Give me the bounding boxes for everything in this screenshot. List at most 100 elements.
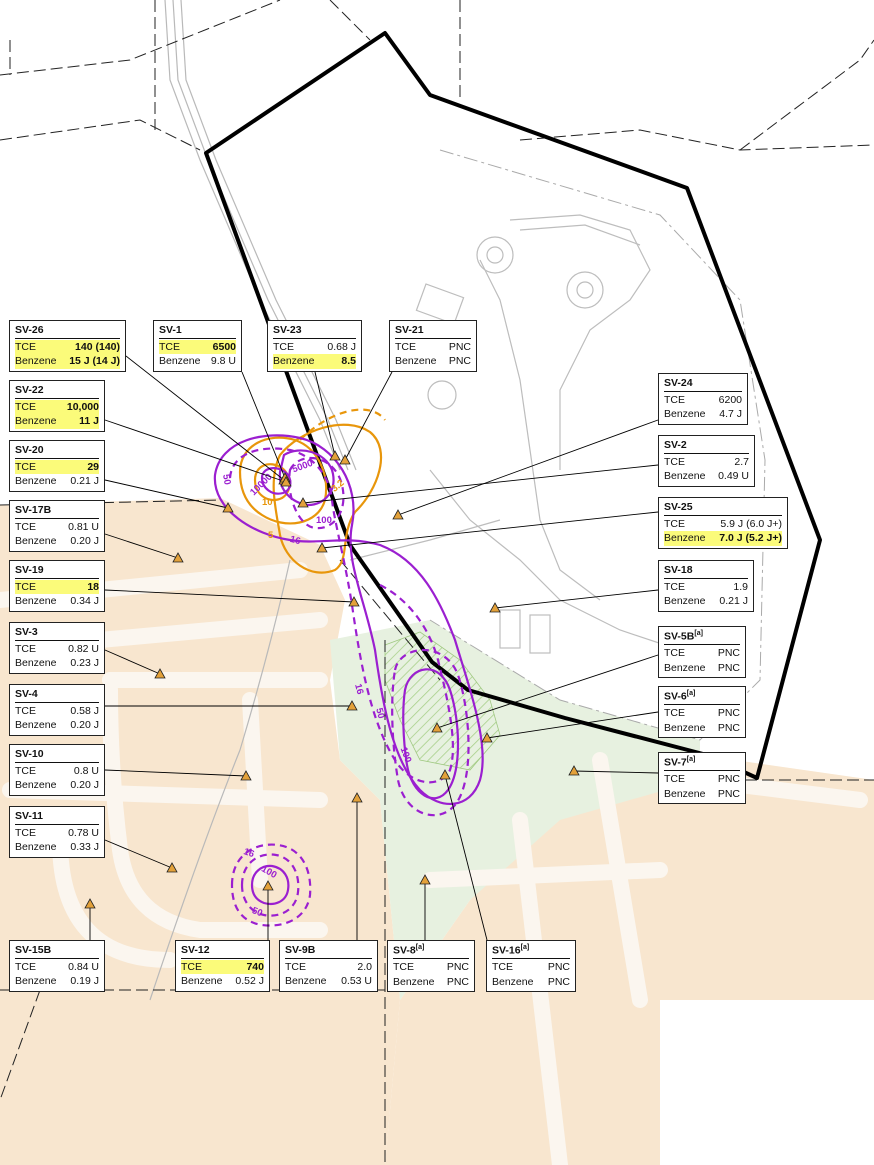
contour-label: 5000 [291,458,315,476]
fence-line [429,149,766,741]
triangle-marker-icon [262,880,274,891]
footnote-marker: [a] [415,944,425,951]
sample-id: SV-23 [273,324,356,339]
sample-id: SV-25 [664,501,782,516]
contour-label: 16 [242,846,256,860]
sample-id: SV-16[a] [492,944,570,960]
sample-id: SV-26 [15,324,120,339]
footnote-marker: [a] [686,690,696,697]
triangle-marker-icon [297,497,309,508]
tce-contour-16-sv12 [230,843,312,927]
tce-contour-5000 [278,449,335,507]
triangle-marker-icon [329,450,341,461]
sample-id: SV-19 [15,564,99,579]
triangle-marker-icon [280,476,292,487]
tce-contour-50-sv12 [240,853,300,917]
facility-roads [349,214,681,654]
sample-id: SV-4 [15,688,99,703]
tce-contour-100-south [402,668,460,800]
tce-contour-100 [288,456,345,530]
sample-id: SV-3 [15,626,99,641]
sample-id: SV-8[a] [393,944,469,960]
triangle-marker-icon [481,732,493,743]
triangle-marker-icon [351,792,363,803]
triangle-marker-icon [316,542,328,553]
sample-id: SV-1 [159,324,236,339]
benzene-contour-outer [299,408,386,441]
sample-id: SV-6[a] [664,690,740,706]
contour-label: 50 [250,905,264,919]
sample-id: SV-12 [181,944,264,959]
tce-contour-16 [213,434,484,805]
sample-id: SV-7[a] [664,756,740,772]
triangle-marker-icon [346,700,358,711]
triangle-marker-icon [154,668,166,679]
sample-id: SV-18 [664,564,748,579]
triangle-marker-icon [339,454,351,465]
triangle-marker-icon [166,862,178,873]
sample-markers [84,450,580,909]
triangle-marker-icon [392,509,404,520]
sample-id: SV-20 [15,444,99,459]
triangle-marker-icon [568,765,580,776]
benzene-contour-3-2 [272,423,383,574]
sample-id: SV-17B [15,504,99,519]
triangle-marker-icon [172,552,184,563]
contour-label: 16 [289,534,302,547]
triangle-marker-icon [431,722,443,733]
triangle-marker-icon [348,596,360,607]
contour-label: 100 [316,515,332,526]
footnote-marker: [a] [686,756,696,763]
sample-id: SV-22 [15,384,99,399]
sample-id: SV-24 [664,377,742,392]
